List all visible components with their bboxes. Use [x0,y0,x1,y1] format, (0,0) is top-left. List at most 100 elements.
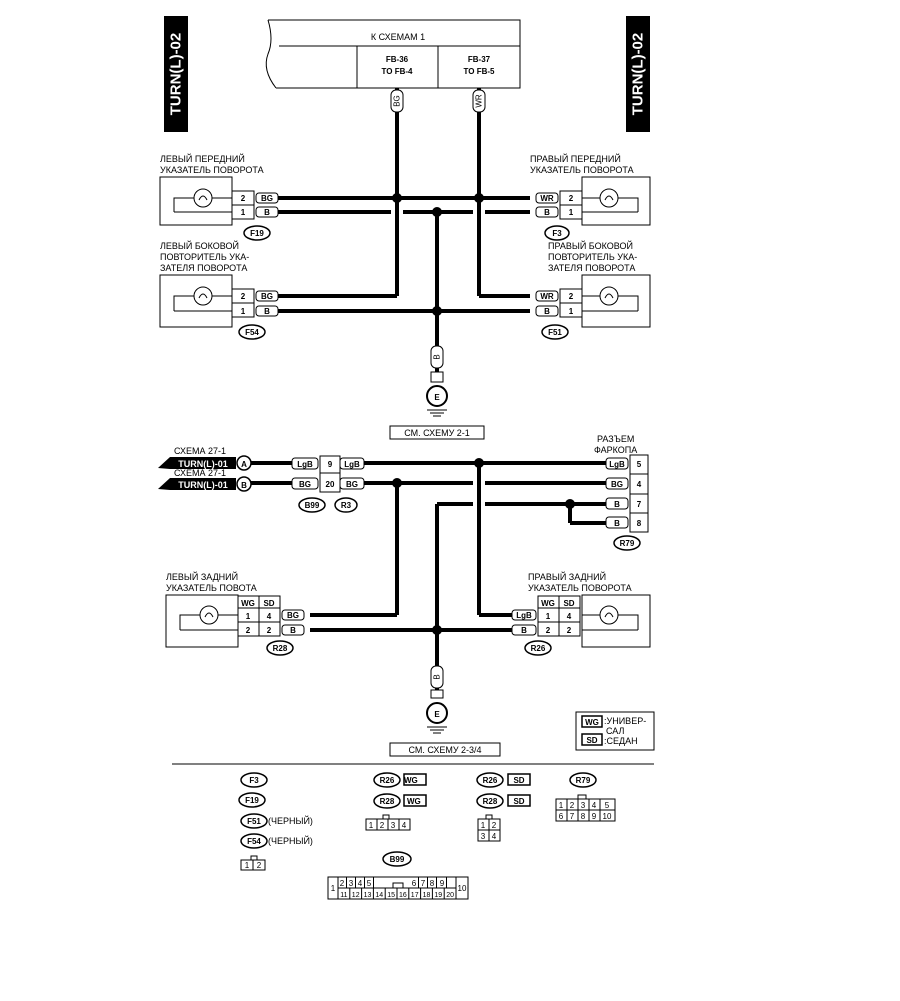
svg-text:WG: WG [241,599,255,608]
r79-label: R79 [620,539,635,548]
svg-text:F54: F54 [247,837,261,846]
svg-text:ЛЕВЫЙ ЗАДНИЙ: ЛЕВЫЙ ЗАДНИЙ [166,571,238,582]
svg-text:СХЕМА 27-1: СХЕМА 27-1 [174,468,226,478]
svg-text:R28: R28 [483,797,498,806]
svg-text:1: 1 [369,821,374,830]
svg-text:B: B [241,481,247,490]
svg-text:B: B [290,626,296,635]
rear-ground: B E СМ. СХЕМУ 2-3/4 [389,665,501,757]
svg-text:B: B [264,208,270,217]
svg-text:9: 9 [328,460,333,469]
svg-text:5: 5 [605,801,610,810]
svg-text:УКАЗАТЕЛЬ ПОВОТА: УКАЗАТЕЛЬ ПОВОТА [166,583,257,593]
b99-pin: 4 [358,879,363,888]
svg-text:R28: R28 [380,797,395,806]
svg-text:2: 2 [241,292,246,301]
b99-label: B99 [305,501,320,510]
input-b: СХЕМА 27-1 TURN(L)-01 B [158,468,252,492]
svg-text:(ЧЕРНЫЙ): (ЧЕРНЫЙ) [268,815,313,826]
svg-text:R26: R26 [483,776,498,785]
svg-text:3: 3 [391,821,396,830]
svg-text:SD: SD [263,599,274,608]
svg-text:ПРАВЫЙ ЗАДНИЙ: ПРАВЫЙ ЗАДНИЙ [528,571,606,582]
svg-text:LgB: LgB [609,460,625,469]
svg-text:B: B [433,674,442,679]
svg-text:TURN(L)-01: TURN(L)-01 [178,480,228,490]
f54-label: F54 [245,328,259,337]
svg-text:5: 5 [637,460,642,469]
svg-text:B: B [544,208,550,217]
f51-label: F51 [548,328,562,337]
svg-text:1: 1 [569,208,574,217]
svg-text:B: B [264,307,270,316]
b99-pin: 6 [412,879,417,888]
svg-text:3: 3 [581,801,586,810]
svg-text:1: 1 [246,612,251,621]
svg-text:R79: R79 [576,776,591,785]
b99-pin: 16 [399,892,407,899]
svg-text:TO FB-4: TO FB-4 [382,67,414,76]
f19-label: F19 [250,229,264,238]
svg-text:1: 1 [241,307,246,316]
b99-pin: 18 [423,892,431,899]
svg-text:B: B [614,500,620,509]
svg-text:BG: BG [393,95,402,107]
svg-text:УКАЗАТЕЛЬ ПОВОРОТА: УКАЗАТЕЛЬ ПОВОРОТА [530,165,634,175]
b99-pin: 20 [446,892,454,899]
svg-text:R26: R26 [380,776,395,785]
svg-text:F19: F19 [245,796,259,805]
f3-label: F3 [552,229,562,238]
svg-text:WG: WG [541,599,555,608]
svg-text:B: B [433,354,442,359]
svg-text:BG: BG [611,480,623,489]
svg-text:2: 2 [569,194,574,203]
svg-text:WR: WR [540,194,554,203]
svg-text:B99: B99 [390,855,405,864]
svg-text:ЗАТЕЛЯ ПОВОРОТА: ЗАТЕЛЯ ПОВОРОТА [160,263,247,273]
svg-text:B: B [544,307,550,316]
svg-text:TURN(L)-02: TURN(L)-02 [630,33,647,116]
svg-text:2: 2 [257,861,262,870]
side-label-left: TURN(L)-02 [164,16,188,132]
svg-text:BG: BG [261,194,273,203]
right-rear-lamp: ПРАВЫЙ ЗАДНИЙ УКАЗАТЕЛЬ ПОВОРОТА WG SD 1… [511,571,651,656]
svg-text:ЗАТЕЛЯ ПОВОРОТА: ЗАТЕЛЯ ПОВОРОТА [548,263,635,273]
r28-label: R28 [273,644,288,653]
svg-text:4: 4 [592,801,597,810]
svg-text:F51: F51 [247,817,261,826]
right-side-repeater: ПРАВЫЙ БОКОВОЙ ПОВТОРИТЕЛЬ УКА- ЗАТЕЛЯ П… [535,240,651,340]
b99-pin: 12 [352,892,360,899]
svg-text:ПРАВЫЙ БОКОВОЙ: ПРАВЫЙ БОКОВОЙ [548,240,633,251]
svg-text:1: 1 [245,861,250,870]
r26-label: R26 [531,644,546,653]
b99-pin: 5 [367,879,372,888]
side-label-right: TURN(L)-02 [626,16,650,132]
ground-e-icon: E [434,710,440,719]
front-ground: B E СМ. СХЕМУ 2-1 [389,345,485,440]
svg-text:ПОВТОРИТЕЛЬ УКА-: ПОВТОРИТЕЛЬ УКА- [160,252,249,262]
svg-text:ЛЕВЫЙ ПЕРЕДНИЙ: ЛЕВЫЙ ПЕРЕДНИЙ [160,153,245,164]
svg-text:ПОВТОРИТЕЛЬ УКА-: ПОВТОРИТЕЛЬ УКА- [548,252,637,262]
svg-text:4: 4 [402,821,407,830]
svg-text:BG: BG [261,292,273,301]
header-box: К СХЕМАМ 1 FB-36 TO FB-4 FB-37 TO FB-5 [265,19,521,89]
svg-text:TURN(L)-01: TURN(L)-01 [178,459,228,469]
svg-text:B: B [614,519,620,528]
svg-text:1: 1 [481,821,486,830]
svg-text:WG: WG [585,718,599,727]
b99-pin: 9 [440,879,445,888]
svg-text:4: 4 [637,480,642,489]
svg-text:1: 1 [331,884,336,893]
b99-pin: 2 [340,879,345,888]
svg-text:2: 2 [246,626,251,635]
svg-text:8: 8 [581,812,586,821]
input-a: СХЕМА 27-1 TURN(L)-01 A [158,446,252,471]
svg-text:7: 7 [570,812,575,821]
front-splices [392,193,484,316]
svg-text:1: 1 [569,307,574,316]
svg-text:WG: WG [404,776,418,785]
svg-text:2: 2 [241,194,246,203]
svg-text:9: 9 [592,812,597,821]
